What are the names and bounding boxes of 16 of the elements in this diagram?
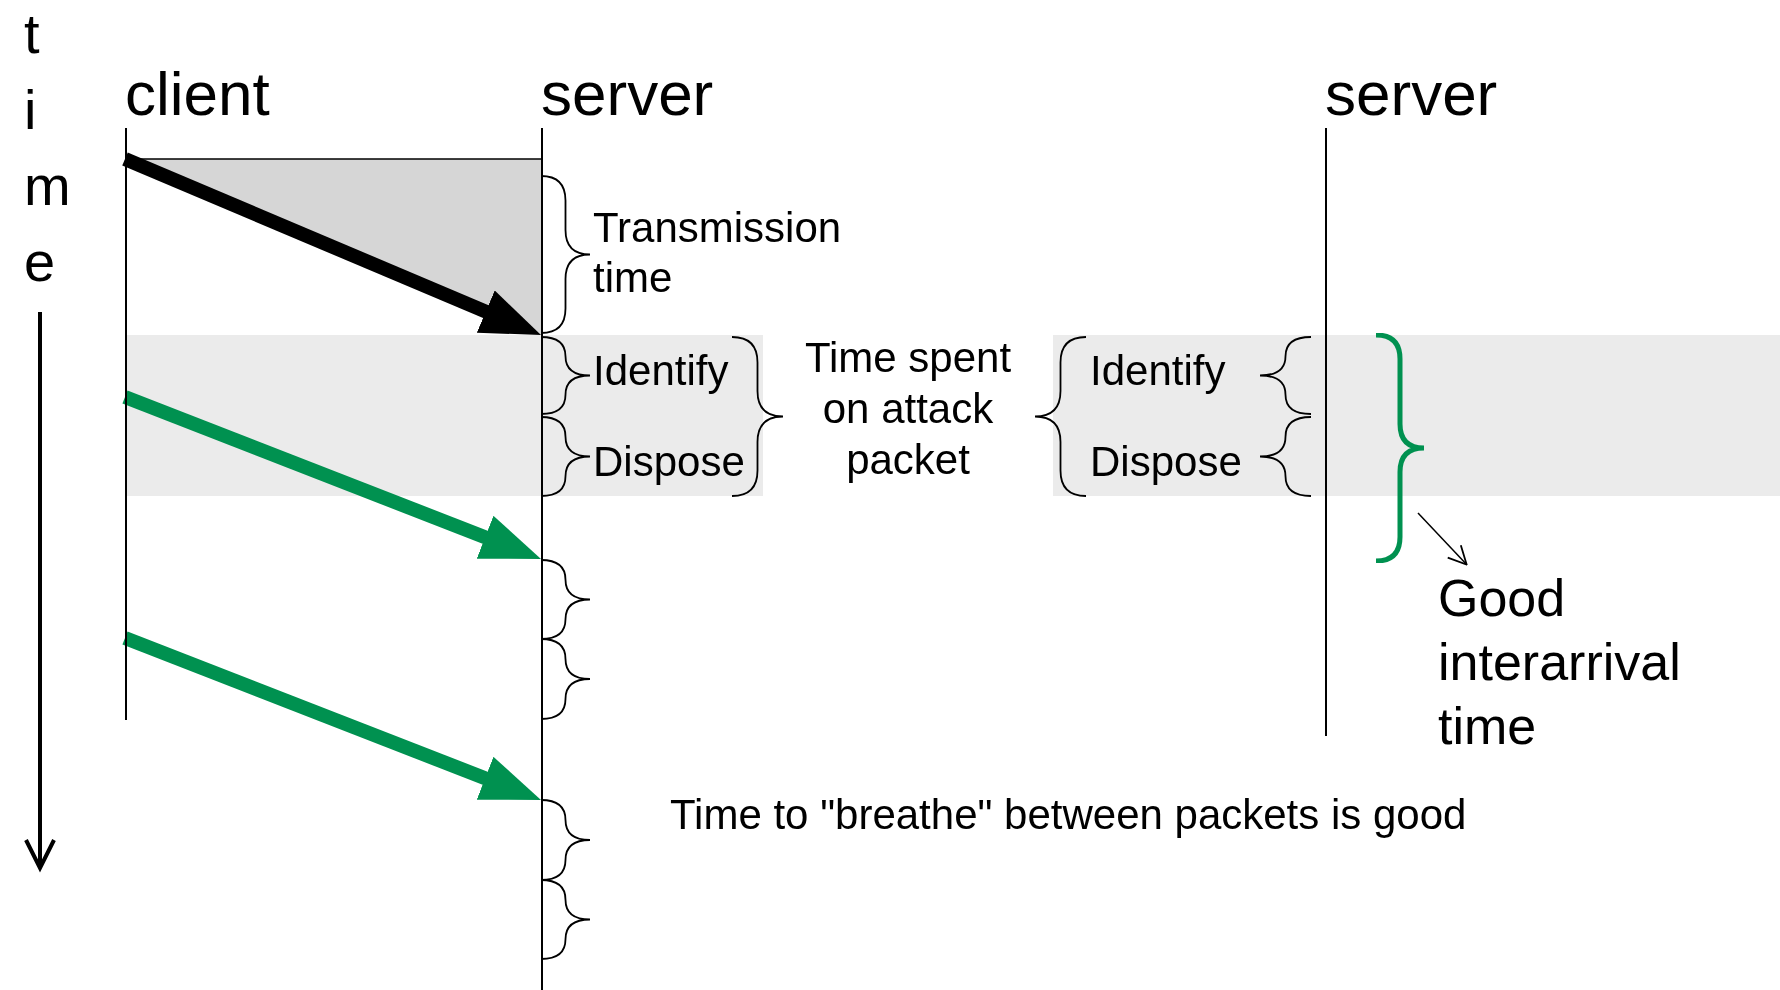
annotation-text: Identify (593, 346, 730, 396)
annotation-text: Time spent on attack packet (803, 333, 1013, 485)
lifeline-label: server (1325, 60, 1498, 128)
arrow (122, 390, 541, 559)
annotation-text: Dispose (1090, 437, 1243, 487)
leader-line (1417, 512, 1468, 566)
arrow (122, 631, 541, 800)
annotation-text: Identify (1090, 346, 1227, 396)
annotation-text: Time to "breathe" between packets is good (670, 790, 1468, 840)
annotation-text: Good interarrival time (1438, 568, 1682, 757)
arrow (122, 152, 541, 335)
annotation-text: Transmission time (593, 203, 843, 303)
lifeline-label: server (541, 60, 714, 128)
lifeline-label: client (125, 60, 270, 128)
annotation-text: Dispose (593, 437, 746, 487)
annotation-text: time (24, 1, 75, 295)
